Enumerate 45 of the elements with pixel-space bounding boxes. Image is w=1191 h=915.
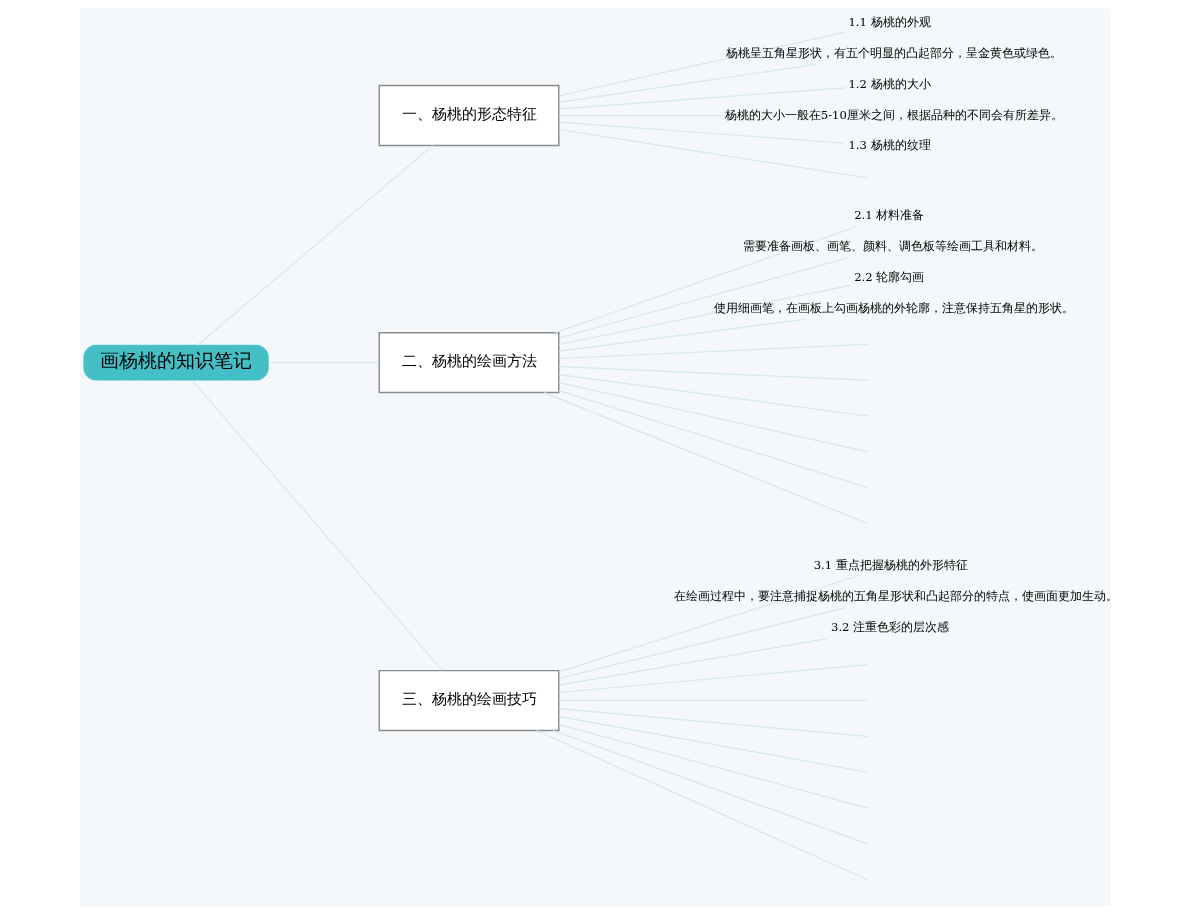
connector — [558, 87, 846, 110]
connector — [558, 699, 869, 702]
connector — [558, 576, 855, 673]
connector — [558, 343, 869, 360]
connector — [558, 31, 846, 97]
node-text: 2.1 材料准备 — [854, 207, 925, 222]
connector — [558, 724, 869, 809]
node-text: 杨桃呈五角星形状，有五个明显的凸起部分，呈金黄色或绿色。 — [725, 45, 1062, 60]
node-text: 1.1 杨桃的外观 — [848, 14, 931, 29]
connector — [558, 716, 869, 773]
connector — [554, 226, 858, 334]
node-box: 一、杨桃的形态特征 — [378, 84, 560, 147]
node-text: 2.2 轮廓勾画 — [854, 269, 925, 284]
connector — [558, 114, 722, 117]
connector — [558, 256, 850, 339]
node-text: 3.2 注重色彩的层次感 — [831, 620, 950, 635]
node-text: 3.1 重点把握杨桃的外形特征 — [813, 558, 968, 573]
connector — [558, 664, 869, 694]
connector — [558, 284, 851, 346]
connector — [558, 128, 869, 179]
node-text: 1.3 杨桃的纹理 — [848, 138, 931, 153]
connector — [552, 729, 869, 845]
node-box: 画杨桃的知识笔记 — [83, 344, 269, 381]
connector — [558, 374, 869, 417]
connector — [196, 144, 434, 346]
connector — [558, 638, 828, 686]
connector — [558, 607, 846, 680]
connector — [558, 390, 869, 489]
node-text: 在绘画过程中，要注意捕捉杨桃的五角星形状和凸起部分的特点，使画面更加生动。 — [673, 589, 1118, 604]
connector — [558, 318, 806, 352]
connector — [543, 392, 868, 524]
connector — [191, 379, 443, 671]
node-box: 三、杨桃的绘画技巧 — [378, 669, 560, 732]
connector — [536, 729, 868, 881]
connector — [267, 362, 380, 364]
connector — [558, 382, 869, 453]
node-text: 使用细画笔，在画板上勾画杨桃的外轮廓，注意保持五角星的形状。 — [714, 300, 1075, 315]
node-text: 需要准备画板、画笔、颜料、调色板等绘画工具和材料。 — [743, 238, 1044, 253]
connector — [558, 707, 869, 737]
connector — [558, 366, 869, 381]
node-text: 杨桃的大小一般在5-10厘米之间，根据品种的不同会有所差异。 — [724, 107, 1063, 122]
connector — [558, 63, 817, 103]
node-text: 1.2 杨桃的大小 — [848, 76, 931, 91]
connector — [558, 121, 846, 144]
node-box: 二、杨桃的绘画方法 — [378, 332, 560, 394]
